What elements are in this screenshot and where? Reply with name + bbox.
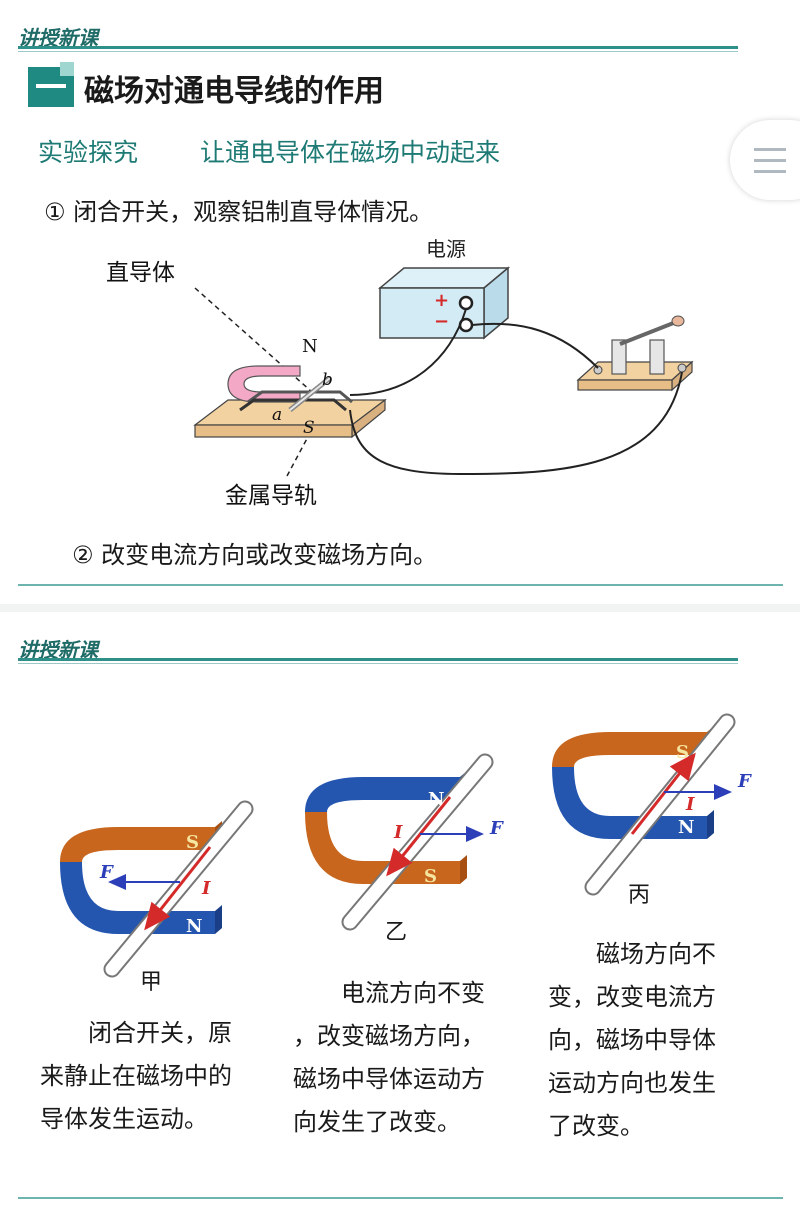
panel-jia-caption: 甲	[140, 970, 163, 995]
tag-underline	[18, 658, 738, 661]
base-board	[193, 398, 387, 439]
panel-yi-caption: 乙	[385, 920, 408, 945]
description-line: 磁场中导体运动方	[293, 1065, 485, 1093]
panel-yi-s-label: S	[424, 866, 437, 887]
slide-2-bottom-line	[18, 1197, 783, 1199]
panel-yi-n-label: N	[428, 789, 444, 810]
panel-bing: S N F I	[552, 713, 752, 896]
current-arrow	[144, 846, 212, 931]
wire-positive	[349, 308, 467, 396]
slide-1: 讲授新课 磁场对通电导线的作用 实验探究 让通电导体在磁场中动起来 ① 闭合开关…	[0, 0, 800, 604]
metal-rail-back	[247, 390, 353, 404]
description-line: 向发生了改变。	[293, 1108, 461, 1136]
panel-yi-description: 电流方向不变 ，改变磁场方向， 磁场中导体运动方 向发生了改变。	[293, 972, 485, 1144]
description-line: 磁场方向不	[548, 940, 716, 968]
tag-underline-thin	[18, 51, 738, 52]
description-line: 电流方向不变	[293, 979, 485, 1007]
current-arrow	[386, 796, 452, 877]
panel-bing-description: 磁场方向不 变，改变电流方 向，磁场中导体 运动方向也发生 了改变。	[548, 933, 716, 1148]
magnet-n-label: N	[302, 336, 318, 357]
experiment-diagram: 电源 直导体 金属导轨 + − N S	[106, 237, 694, 509]
menu-icon-bar-top	[754, 148, 786, 151]
panel-bing-n-label: N	[678, 817, 694, 838]
menu-icon-bar-bottom	[754, 170, 786, 173]
panel-bing-f-label: F	[737, 771, 752, 792]
description-line: ，改变磁场方向，	[293, 1022, 485, 1050]
description-line: 运动方向也发生	[548, 1069, 716, 1097]
description-line: 变，改变电流方	[548, 983, 716, 1011]
knife-switch[interactable]	[576, 315, 694, 392]
experiment-label: 实验探究	[38, 138, 139, 167]
slide-2: 讲授新课 S N F I	[0, 612, 800, 1219]
power-supply-label: 电源	[426, 237, 466, 261]
panel-jia-description: 闭合开关，原 来静止在磁场中的 导体发生运动。	[40, 1012, 232, 1141]
menu-button[interactable]	[730, 120, 800, 200]
magnet-s-label: S	[303, 418, 315, 438]
description-line: 向，磁场中导体	[548, 1026, 716, 1054]
description-line: 闭合开关，原	[40, 1019, 232, 1047]
conductor-label: 直导体	[106, 260, 175, 286]
step-2-text: ② 改变电流方向或改变磁场方向。	[72, 541, 438, 569]
plus-terminal-label: +	[434, 290, 449, 311]
slide-1-bottom-line	[18, 584, 783, 586]
step-1-text: ① 闭合开关，观察铝制直导体情况。	[44, 198, 434, 226]
description-line: 导体发生运动。	[40, 1105, 208, 1133]
panel-yi-i-label: I	[393, 822, 403, 843]
conductor-end-a-label: a	[272, 405, 282, 425]
experiment-title: 让通电导体在磁场中动起来	[200, 138, 501, 167]
panel-bing-caption: 丙	[628, 883, 651, 908]
panel-bing-i-label: I	[685, 794, 695, 815]
section-box-corner	[60, 62, 74, 76]
current-arrow	[630, 752, 696, 835]
minus-terminal-label: −	[434, 311, 449, 332]
panel-yi-f-label: F	[489, 818, 504, 839]
description-line: 了改变。	[548, 1112, 644, 1140]
positive-terminal	[458, 295, 474, 311]
section-title: 磁场对通电导线的作用	[84, 74, 384, 109]
panel-jia-s-label: S	[186, 832, 199, 853]
panel-jia-i-label: I	[201, 878, 211, 899]
tag-underline-thin	[18, 663, 738, 664]
power-supply: + −	[377, 266, 511, 340]
rail-label: 金属导轨	[225, 483, 317, 509]
description-line: 来静止在磁场中的	[40, 1062, 232, 1090]
section-number-glyph	[36, 84, 66, 88]
panel-bing-s-label: S	[676, 742, 689, 763]
panel-jia-n-label: N	[186, 916, 202, 937]
menu-icon-bar-middle	[754, 159, 786, 162]
wire-return	[349, 371, 683, 476]
wire-negative	[471, 322, 599, 369]
panel-yi: N S F I	[305, 753, 504, 931]
metal-rail-front	[239, 398, 347, 412]
conductor-end-b-label: b	[322, 370, 333, 390]
magnet-panels: S N F I N S F I	[60, 713, 752, 978]
tag-underline	[18, 46, 738, 49]
panel-jia-f-label: F	[99, 862, 114, 883]
panel-jia: S N F I	[60, 800, 254, 978]
